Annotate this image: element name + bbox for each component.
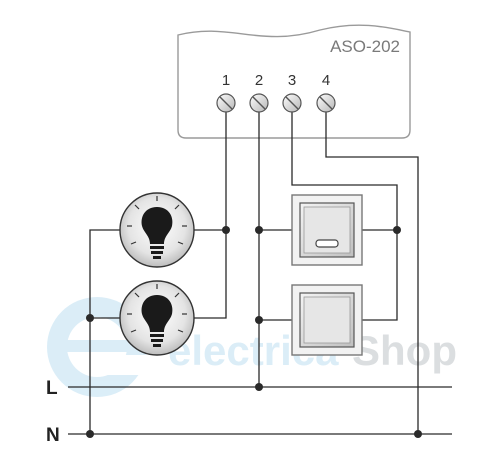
light-bulb-icon: [141, 207, 173, 259]
switch-1: [291, 194, 363, 266]
wire-terminal-4: [325, 112, 419, 434]
terminal-label-2: 2: [255, 72, 263, 89]
terminal-label-1: 1: [222, 72, 230, 89]
wire-terminal-1: [194, 112, 227, 319]
terminal-screws: [216, 93, 336, 113]
terminal-screw-4: [316, 93, 336, 113]
watermark-text-secondary: Shop: [352, 327, 457, 374]
terminal-screw-1: [216, 93, 236, 113]
neutral-label: N: [46, 425, 60, 446]
terminal-screw-2: [249, 93, 269, 113]
switch-2: [291, 284, 363, 356]
aso-202-device: ASO-202 1 2 3 4: [177, 24, 411, 139]
lamp-1: [119, 192, 195, 268]
wire-terminal-3: [291, 112, 398, 321]
terminal-label-4: 4: [322, 72, 330, 89]
device-model-label: ASO-202: [330, 37, 400, 56]
watermark: electrica Shop: [47, 297, 457, 397]
terminal-screw-3: [282, 93, 302, 113]
junctions: [86, 226, 422, 438]
light-bulb-icon: [141, 295, 173, 347]
wire-lamp-1-to-n: [89, 229, 120, 434]
lamp-2: [119, 280, 195, 356]
indicator-light-icon: [315, 239, 339, 248]
terminal-label-3: 3: [288, 72, 296, 89]
live-label: L: [46, 378, 58, 399]
